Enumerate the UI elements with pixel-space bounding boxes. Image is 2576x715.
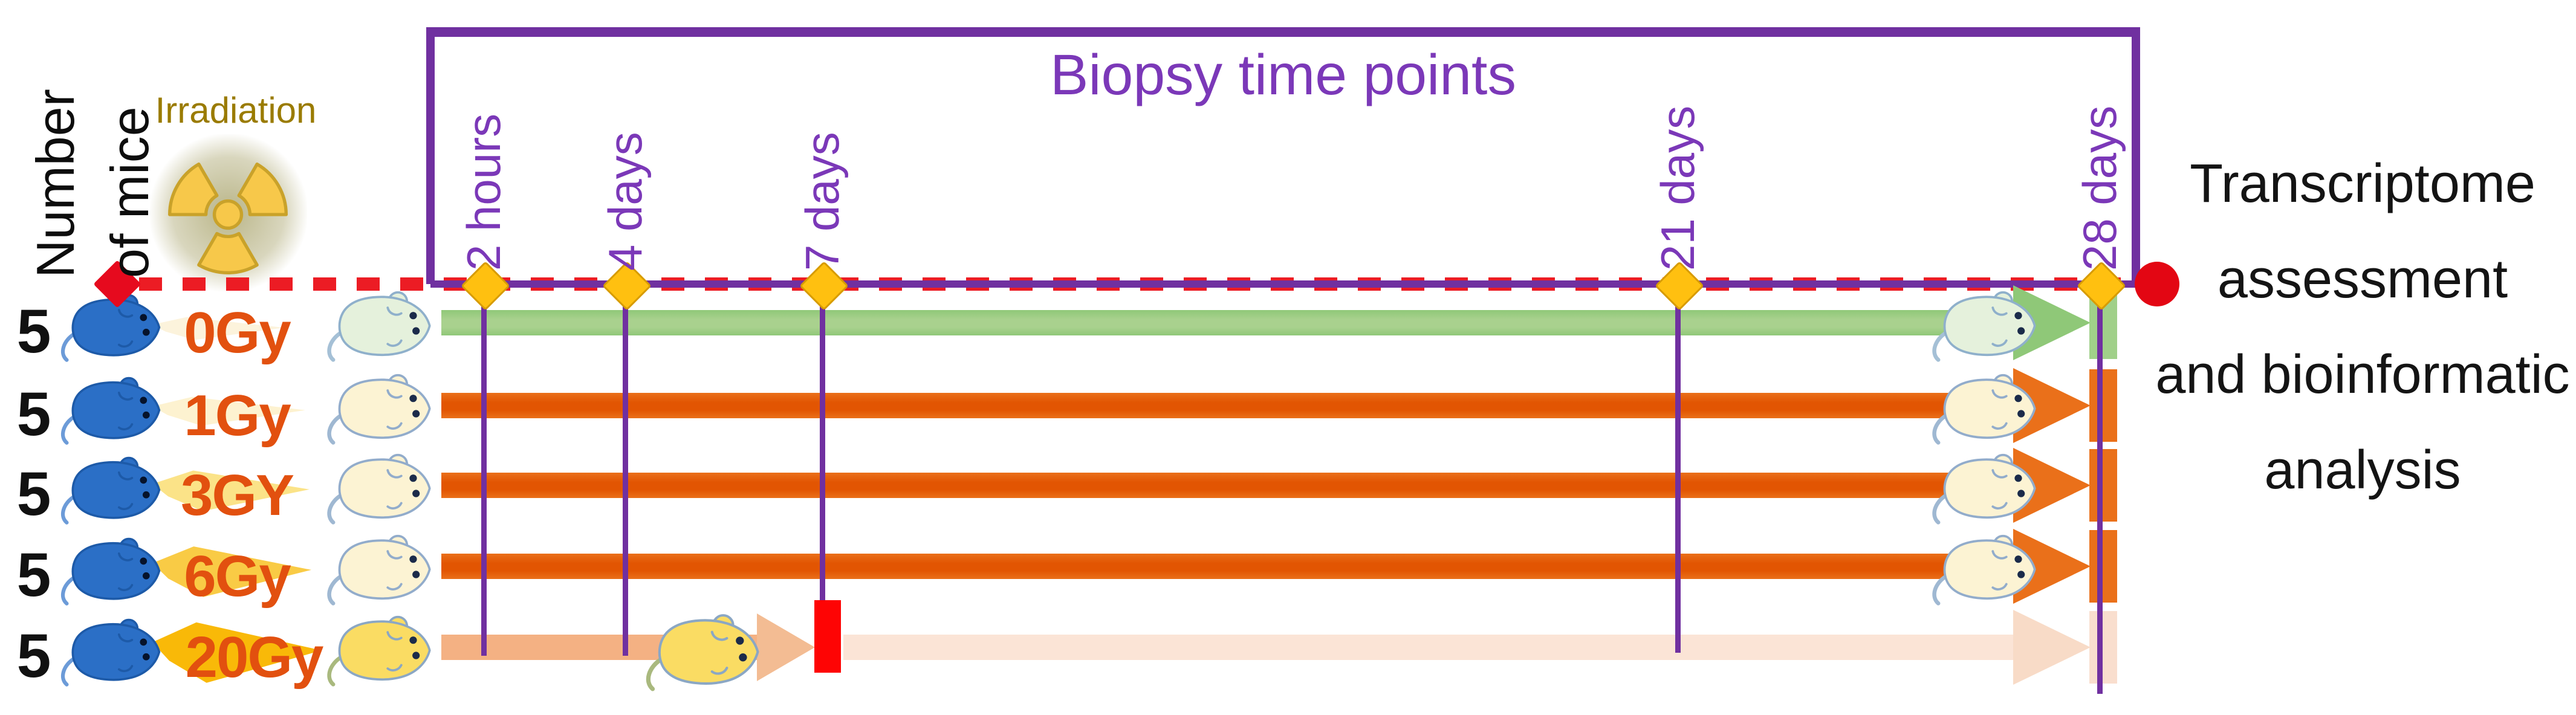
blue-mouse-icon [58,536,167,607]
dose-label: 1Gy [184,383,291,448]
right-text-block: Transcriptome assessment and bioinformat… [2149,136,2576,518]
dose-label: 6Gy [184,544,291,609]
timepoint-line-28-days [2097,284,2103,694]
timeline-arrow-shaft [441,473,2018,498]
radiation-trefoil-icon [168,162,288,274]
timeline-arrow-shaft [441,310,2018,335]
timepoint-line-2-hours [481,284,487,656]
timepoint-line-21-days [1675,284,1681,653]
timeline-end-rect-late [2089,611,2117,684]
mouse-count-label: 5 [16,380,51,448]
cream-mouse-end-icon [1929,372,2043,446]
dose-label: 20Gy [185,625,324,690]
timeline-end-rect [2089,530,2117,603]
mouse-count-label: 5 [16,459,51,528]
dose-label: 3GY [180,463,294,528]
timeline-arrow-shaft-late [843,635,2019,660]
sacrifice-stop-marker [814,600,841,673]
cream-mouse-icon [324,452,438,526]
timeline-end-marker [2135,262,2179,306]
cream-mouse-end-icon [1929,452,2043,526]
timepoint-label: 2 hours [457,113,510,271]
mouse-count-label: 5 [16,540,51,609]
cream-mouse-end-icon [1929,533,2043,607]
right-text-line: Transcriptome [2190,154,2535,214]
bracket-top-edge [426,27,2140,37]
green-mouse-end-icon [1929,290,2043,363]
cream-mouse-icon [324,372,438,446]
cream-mouse-icon [324,533,438,607]
mouse-count-label: 5 [16,297,51,366]
timeline-arrow-shaft [441,393,2018,418]
timeline-end-rect [2089,369,2117,442]
bracket-title: Biopsy time points [1050,43,1516,107]
timeline-arrow-head-late [2013,610,2091,685]
timeline-arrow-shaft [441,554,2018,579]
right-text-line: assessment [2217,249,2508,309]
dose-label: 0Gy [184,300,291,365]
yellow-mouse-icon [324,614,438,688]
blue-mouse-icon [58,375,167,446]
right-text-line: and bioinformatic [2155,345,2570,405]
bracket-left-edge [426,27,435,284]
timeline-end-rect [2089,449,2117,522]
timepoint-label: 4 days [599,132,652,271]
irradiation-label: Irradiation [155,90,317,131]
timepoint-label: 7 days [796,132,849,271]
right-text-line: analysis [2264,440,2461,500]
bracket-right-edge [2132,27,2140,284]
timepoint-line-4-days [622,284,628,656]
timepoint-label: 21 days [1651,105,1704,271]
mouse-count-label: 5 [16,621,51,690]
bracket-bottom-line [430,280,2136,288]
blue-mouse-icon [58,617,167,688]
axis-number-of-mice-line1: Number [25,89,85,278]
yellow-mouse-icon [643,612,767,693]
green-mouse-icon [324,290,438,363]
timepoint-line-7-days [819,284,825,600]
axis-number-of-mice-line2: of mice [100,106,160,278]
blue-mouse-icon [58,455,167,526]
timepoint-label: 28 days [2073,105,2126,271]
